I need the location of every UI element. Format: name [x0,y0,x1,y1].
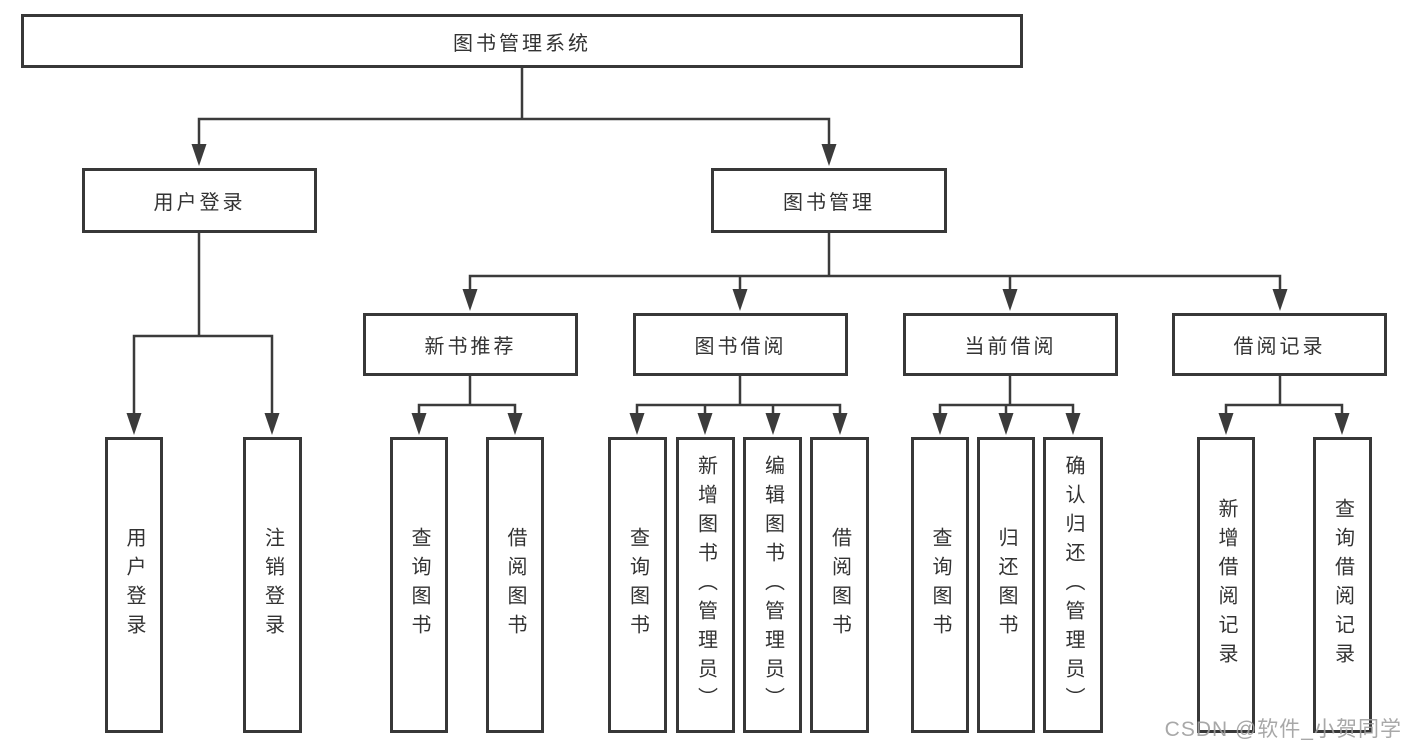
node-leaf-add-borrow-record: 新增借阅记录 [1197,437,1255,733]
node-current-borrow: 当前借阅 [903,313,1118,376]
node-book-borrow: 图书借阅 [633,313,848,376]
node-leaf-return-book: 归还图书 [977,437,1035,733]
node-leaf-query-books-3: 查询图书 [911,437,969,733]
node-new-book-recommend: 新书推荐 [363,313,578,376]
connector-lines [132,68,1344,418]
node-leaf-query-borrow-record: 查询借阅记录 [1313,437,1372,733]
node-leaf-query-books-2: 查询图书 [608,437,667,733]
node-borrow-records: 借阅记录 [1172,313,1387,376]
node-leaf-borrow-books-2: 借阅图书 [810,437,869,733]
node-user-login: 用户登录 [82,168,317,233]
node-leaf-logout: 注销登录 [243,437,302,733]
node-leaf-add-book-admin: 新增图书（管理员） [676,437,735,733]
node-library-system: 图书管理系统 [21,14,1023,68]
node-leaf-confirm-return-admin: 确认归还（管理员） [1043,437,1103,733]
node-leaf-user-login: 用户登录 [105,437,163,733]
arrowheads [126,144,1350,435]
node-leaf-edit-book-admin: 编辑图书（管理员） [743,437,802,733]
node-book-management: 图书管理 [711,168,947,233]
node-leaf-borrow-books-1: 借阅图书 [486,437,544,733]
node-leaf-query-books-1: 查询图书 [390,437,448,733]
